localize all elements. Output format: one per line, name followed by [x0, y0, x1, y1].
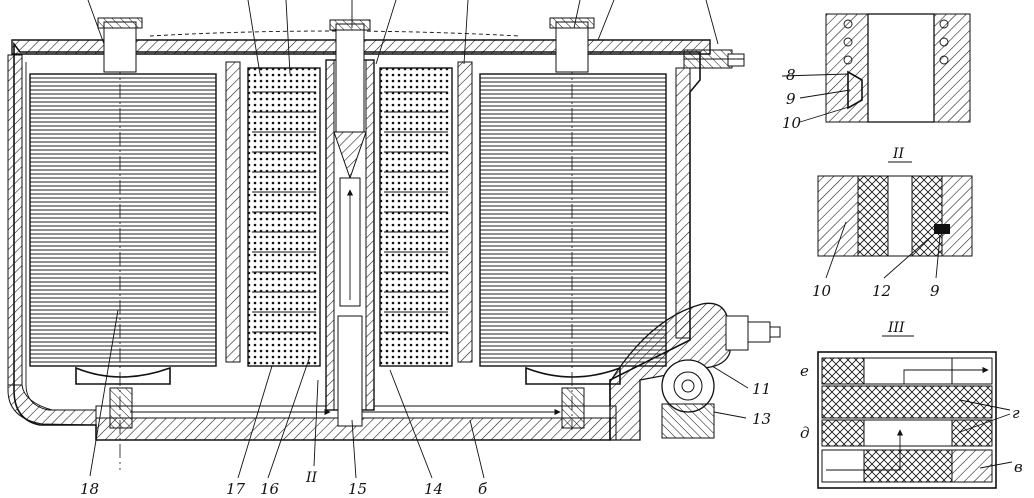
- detail-I-label-8: 8: [786, 66, 796, 84]
- bottom-leader-lines: [89, 309, 749, 479]
- drain-cock-core: [681, 379, 695, 393]
- detail-III-leader-v: [979, 461, 1013, 469]
- detail-III-row-3-right: [951, 419, 993, 447]
- central-tube-left-wall: [325, 59, 335, 411]
- right-filter-support: [525, 366, 621, 385]
- detail-III-row-2: [821, 385, 993, 419]
- cover-chain: [149, 30, 521, 37]
- detail-I-label-9: 9: [786, 90, 796, 108]
- right-drain-plug: [561, 387, 585, 429]
- detail-I-leader-9: [799, 89, 851, 99]
- detail-III-row-4-left: [821, 449, 865, 483]
- detail-II-seal-ring: [934, 224, 950, 234]
- housing-bottom-corner-section: [7, 384, 97, 426]
- detail-II-leader-9: [935, 235, 941, 279]
- left-filter-support: [75, 366, 171, 385]
- detail-I-leader-10: [799, 105, 853, 123]
- detail-I-housing-left: [825, 13, 869, 123]
- detail-III-row-4-right: [951, 449, 993, 483]
- detail-III-label-g: г: [1012, 404, 1020, 422]
- detail-I-tube: [867, 13, 935, 123]
- detail-III-row-1-right: [951, 357, 993, 385]
- detail-I-leader-8: [781, 73, 849, 77]
- detail-III-row-1-mid: [863, 357, 953, 385]
- detail-II-label-9: 9: [930, 282, 940, 300]
- detail-III-label-e: е: [800, 362, 809, 380]
- detail-III: III е г д в: [800, 320, 1023, 489]
- left-filter-bolt: [103, 21, 137, 73]
- left-coarse-filter-turns: [252, 91, 316, 333]
- detail-I-label-10: 10: [782, 114, 802, 132]
- housing-left-wall-section: [7, 54, 23, 386]
- detail-II-center: [887, 175, 913, 257]
- inlet-tip: [769, 326, 781, 338]
- housing-right-wall-section: [675, 67, 691, 339]
- detail-II-body-right: [941, 175, 973, 257]
- label-b: б: [478, 480, 488, 498]
- detail-II-label-12: 12: [872, 282, 891, 300]
- detail-I-seal: [847, 70, 863, 110]
- right-coarse-filter: [379, 67, 453, 367]
- outlet-nut: [727, 53, 745, 67]
- detail-III-leader-g-1: [959, 399, 1011, 411]
- detail-I-spring-coils: [843, 19, 949, 65]
- central-tube-right-wall: [365, 59, 375, 411]
- left-partition-wall: [225, 61, 241, 363]
- left-filter-element: [29, 73, 217, 367]
- right-filter-bolt-head: [549, 17, 595, 29]
- detail-III-label-v: в: [1014, 458, 1023, 476]
- inlet-nut: [725, 315, 749, 351]
- right-filter-element: [479, 73, 667, 367]
- detail-II-title: II: [892, 146, 905, 162]
- central-bolt: [335, 23, 365, 133]
- left-filter-bolt-head: [97, 17, 143, 29]
- detail-II-center-right: [911, 175, 943, 257]
- detail-I-housing-right: [933, 13, 971, 123]
- central-bottom-bolt: [337, 315, 363, 427]
- label-11: 11: [752, 380, 771, 398]
- detail-III-leader-g-2: [959, 413, 1011, 433]
- main-section: 18 17 16 II 15 14 б 13 11: [7, 0, 781, 498]
- left-drain-plug: [109, 387, 133, 429]
- detail-III-label-d: д: [800, 424, 810, 442]
- top-leader-lines: [87, 0, 719, 75]
- label-16: 16: [260, 480, 280, 498]
- detail-III-flow-bottom: [826, 429, 904, 471]
- label-14: 14: [424, 480, 443, 498]
- label-15: 15: [348, 480, 367, 498]
- detail-III-title: III: [887, 320, 905, 336]
- detail-III-flow-top: [903, 366, 989, 384]
- label-13: 13: [752, 410, 771, 428]
- detail-II-label-10: 10: [812, 282, 832, 300]
- central-wedge: [333, 131, 367, 180]
- detail-II-leader-10: [825, 221, 847, 279]
- left-coarse-filter: [247, 67, 321, 367]
- inlet-nipple: [747, 321, 771, 343]
- detail-II-leader-12: [883, 233, 935, 279]
- label-18: 18: [80, 480, 99, 498]
- detail-II-center-left: [857, 175, 889, 257]
- detail-II: II 10 12 9: [812, 146, 973, 300]
- right-coarse-filter-turns: [384, 91, 448, 333]
- detail-III-row-3-left: [821, 419, 865, 447]
- label-17: 17: [226, 480, 246, 498]
- detail-III-row-3-mid: [863, 419, 953, 447]
- central-bolt-head: [329, 19, 371, 31]
- detail-III-row-4-mid: [863, 449, 953, 483]
- right-partition-wall: [457, 61, 473, 363]
- detail-I: 8 9 10: [781, 13, 971, 132]
- drain-cock-stem: [661, 403, 715, 439]
- detail-III-row-1-left: [821, 357, 865, 385]
- right-filter-bolt: [555, 21, 589, 73]
- label-II: II: [305, 470, 318, 486]
